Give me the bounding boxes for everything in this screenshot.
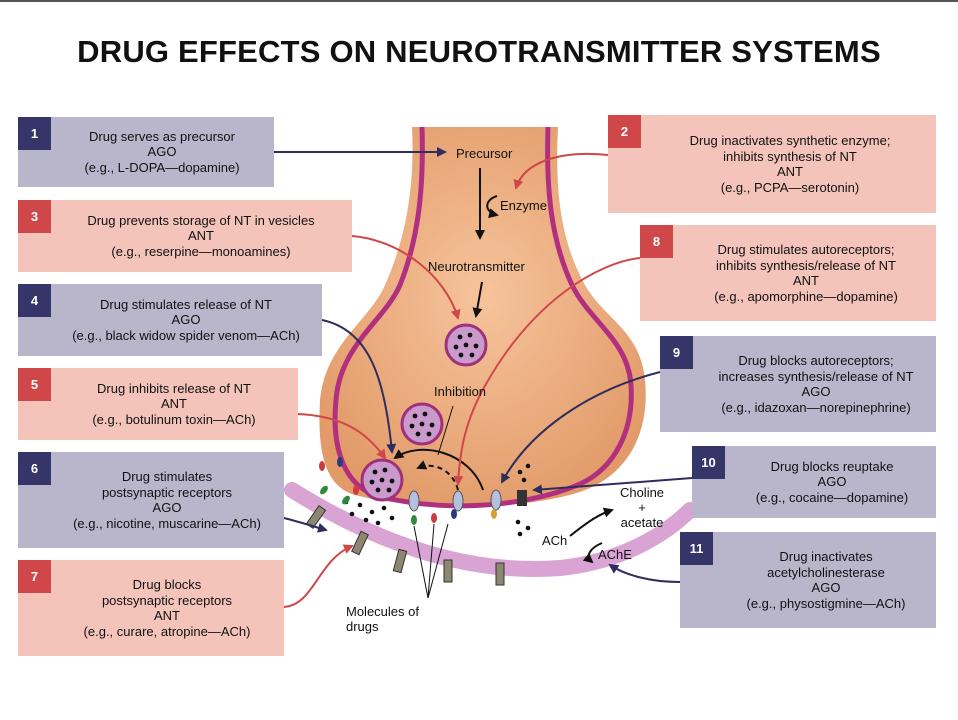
enzyme-label: Enzyme bbox=[500, 198, 547, 213]
callout-1: 1 Drug serves as precursor AGO (e.g., L-… bbox=[18, 117, 274, 187]
callout-number: 3 bbox=[18, 200, 51, 233]
callout-7: 7 Drug blocks postsynaptic receptors ANT… bbox=[18, 560, 284, 656]
drug-molecules bbox=[319, 457, 497, 525]
vesicle-1 bbox=[444, 323, 488, 367]
precursor-label: Precursor bbox=[456, 146, 513, 161]
callout-number: 7 bbox=[18, 560, 51, 593]
postsynaptic-membrane bbox=[284, 482, 698, 577]
callout-number: 1 bbox=[18, 117, 51, 150]
molecules-of-drugs-label: Molecules of drugs bbox=[346, 604, 419, 634]
callout-6: 6 Drug stimulates postsynaptic receptors… bbox=[18, 452, 284, 548]
callout-number: 11 bbox=[680, 532, 713, 565]
callout-number: 5 bbox=[18, 368, 51, 401]
callout-number: 6 bbox=[18, 452, 51, 485]
callout-number: 2 bbox=[608, 115, 641, 148]
callout-3: 3 Drug prevents storage of NT in vesicle… bbox=[18, 200, 352, 272]
autoreceptors bbox=[408, 489, 527, 512]
callout-number: 4 bbox=[18, 284, 51, 317]
callout-2: 2 Drug inactivates synthetic enzyme; inh… bbox=[608, 115, 936, 213]
callout-number: 9 bbox=[660, 336, 693, 369]
callout-4: 4 Drug stimulates release of NT AGO (e.g… bbox=[18, 284, 322, 356]
callout-5: 5 Drug inhibits release of NT ANT (e.g.,… bbox=[18, 368, 298, 440]
inhibition-label: Inhibition bbox=[434, 384, 487, 399]
ache-label: AChE bbox=[598, 547, 632, 562]
choline-acetate-label: Choline + acetate bbox=[619, 485, 665, 530]
postsynaptic-receptors bbox=[305, 504, 505, 586]
neurotransmitter-label: Neurotransmitter bbox=[428, 259, 525, 274]
ach-label: ACh bbox=[542, 533, 568, 548]
vesicle-2 bbox=[400, 402, 444, 446]
callout-11: 11 Drug inactivates acetylcholinesterase… bbox=[680, 532, 936, 628]
callout-number: 8 bbox=[640, 225, 673, 258]
callout-number: 10 bbox=[692, 446, 725, 479]
top-rule bbox=[0, 0, 958, 2]
vesicle-fusing bbox=[360, 458, 404, 502]
page-title: DRUG EFFECTS ON NEUROTRANSMITTER SYSTEMS bbox=[77, 34, 881, 69]
axon-terminal bbox=[319, 127, 646, 507]
callout-10: 10 Drug blocks reuptake AGO (e.g., cocai… bbox=[692, 446, 936, 518]
callout-8: 8 Drug stimulates autoreceptors; inhibit… bbox=[640, 225, 936, 321]
callout-9: 9 Drug blocks autoreceptors; increases s… bbox=[660, 336, 936, 432]
